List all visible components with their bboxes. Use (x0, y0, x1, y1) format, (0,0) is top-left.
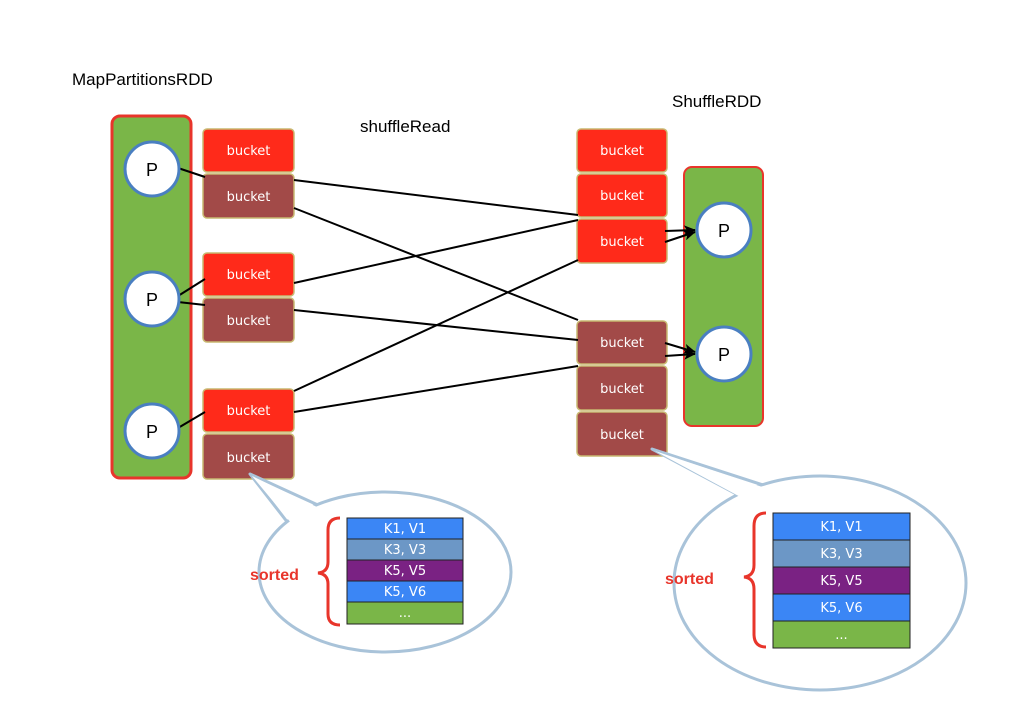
partition-label: P (146, 160, 158, 180)
left-sorted-brace (317, 516, 341, 627)
shuffle-read-label: shuffleRead (360, 117, 450, 136)
partition-label: P (718, 221, 730, 241)
bucket-label: bucket (227, 144, 271, 159)
bucket-label: bucket (600, 235, 644, 250)
kv-text: K5, V5 (384, 564, 426, 579)
partition-label: P (146, 422, 158, 442)
kv-row (772, 620, 911, 649)
left-bucket-3: bucket (202, 252, 295, 297)
left-bucket-2: bucket (202, 173, 295, 219)
kv-text: K5, V5 (820, 574, 862, 589)
kv-row (772, 593, 911, 622)
kv-text: ... (835, 628, 847, 643)
right-sorted-list: K1, V1 K3, V3 K5, V5 K5, V6 ... (772, 512, 911, 649)
bucket-label: bucket (227, 268, 271, 283)
kv-text: K3, V3 (820, 547, 862, 562)
right-sorted-label: sorted (665, 571, 714, 588)
bucket-label: bucket (600, 382, 644, 397)
shuffle-partition-1: P (695, 201, 753, 259)
kv-row (346, 601, 464, 625)
shuffle-partition-2: P (695, 325, 753, 383)
partition-label: P (146, 290, 158, 310)
right-bucket-3: bucket (576, 218, 668, 264)
right-bucket-2: bucket (576, 173, 668, 218)
shuffle-lines (293, 179, 579, 413)
bucket-label: bucket (227, 451, 271, 466)
bucket-label: bucket (227, 404, 271, 419)
kv-text: K1, V1 (384, 522, 426, 537)
kv-text: K5, V6 (384, 585, 426, 600)
right-bucket-1: bucket (576, 128, 668, 173)
kv-text: K1, V1 (820, 520, 862, 535)
bucket-label: bucket (600, 428, 644, 443)
right-bucket-6: bucket (576, 411, 668, 457)
kv-row (772, 539, 911, 568)
kv-text: ... (399, 606, 411, 621)
map-partition-3: P (123, 402, 181, 460)
bucket-label: bucket (600, 144, 644, 159)
left-sorted-list: K1, V1 K3, V3 K5, V5 K5, V6 ... (346, 517, 464, 625)
fetch-arrows (664, 225, 696, 360)
bucket-label: bucket (600, 336, 644, 351)
map-partition-1: P (123, 140, 181, 198)
kv-row (772, 512, 911, 541)
left-bucket-6: bucket (202, 433, 295, 480)
left-bucket-5: bucket (202, 388, 295, 433)
left-bucket-1: bucket (202, 128, 295, 173)
bucket-label: bucket (227, 314, 271, 329)
shuffle-rdd-title: ShuffleRDD (672, 92, 761, 111)
left-sorted-label: sorted (250, 567, 299, 584)
right-bucket-5: bucket (576, 365, 668, 411)
partition-bucket-connectors (177, 167, 206, 429)
right-sorted-brace (743, 511, 767, 649)
kv-text: K3, V3 (384, 543, 426, 558)
kv-text: K5, V6 (820, 601, 862, 616)
map-partition-2: P (123, 270, 181, 328)
map-partitions-rdd-title: MapPartitionsRDD (72, 70, 213, 89)
right-bucket-4: bucket (576, 320, 668, 365)
bucket-label: bucket (600, 189, 644, 204)
partition-label: P (718, 345, 730, 365)
bucket-label: bucket (227, 190, 271, 205)
left-bucket-4: bucket (202, 297, 295, 343)
